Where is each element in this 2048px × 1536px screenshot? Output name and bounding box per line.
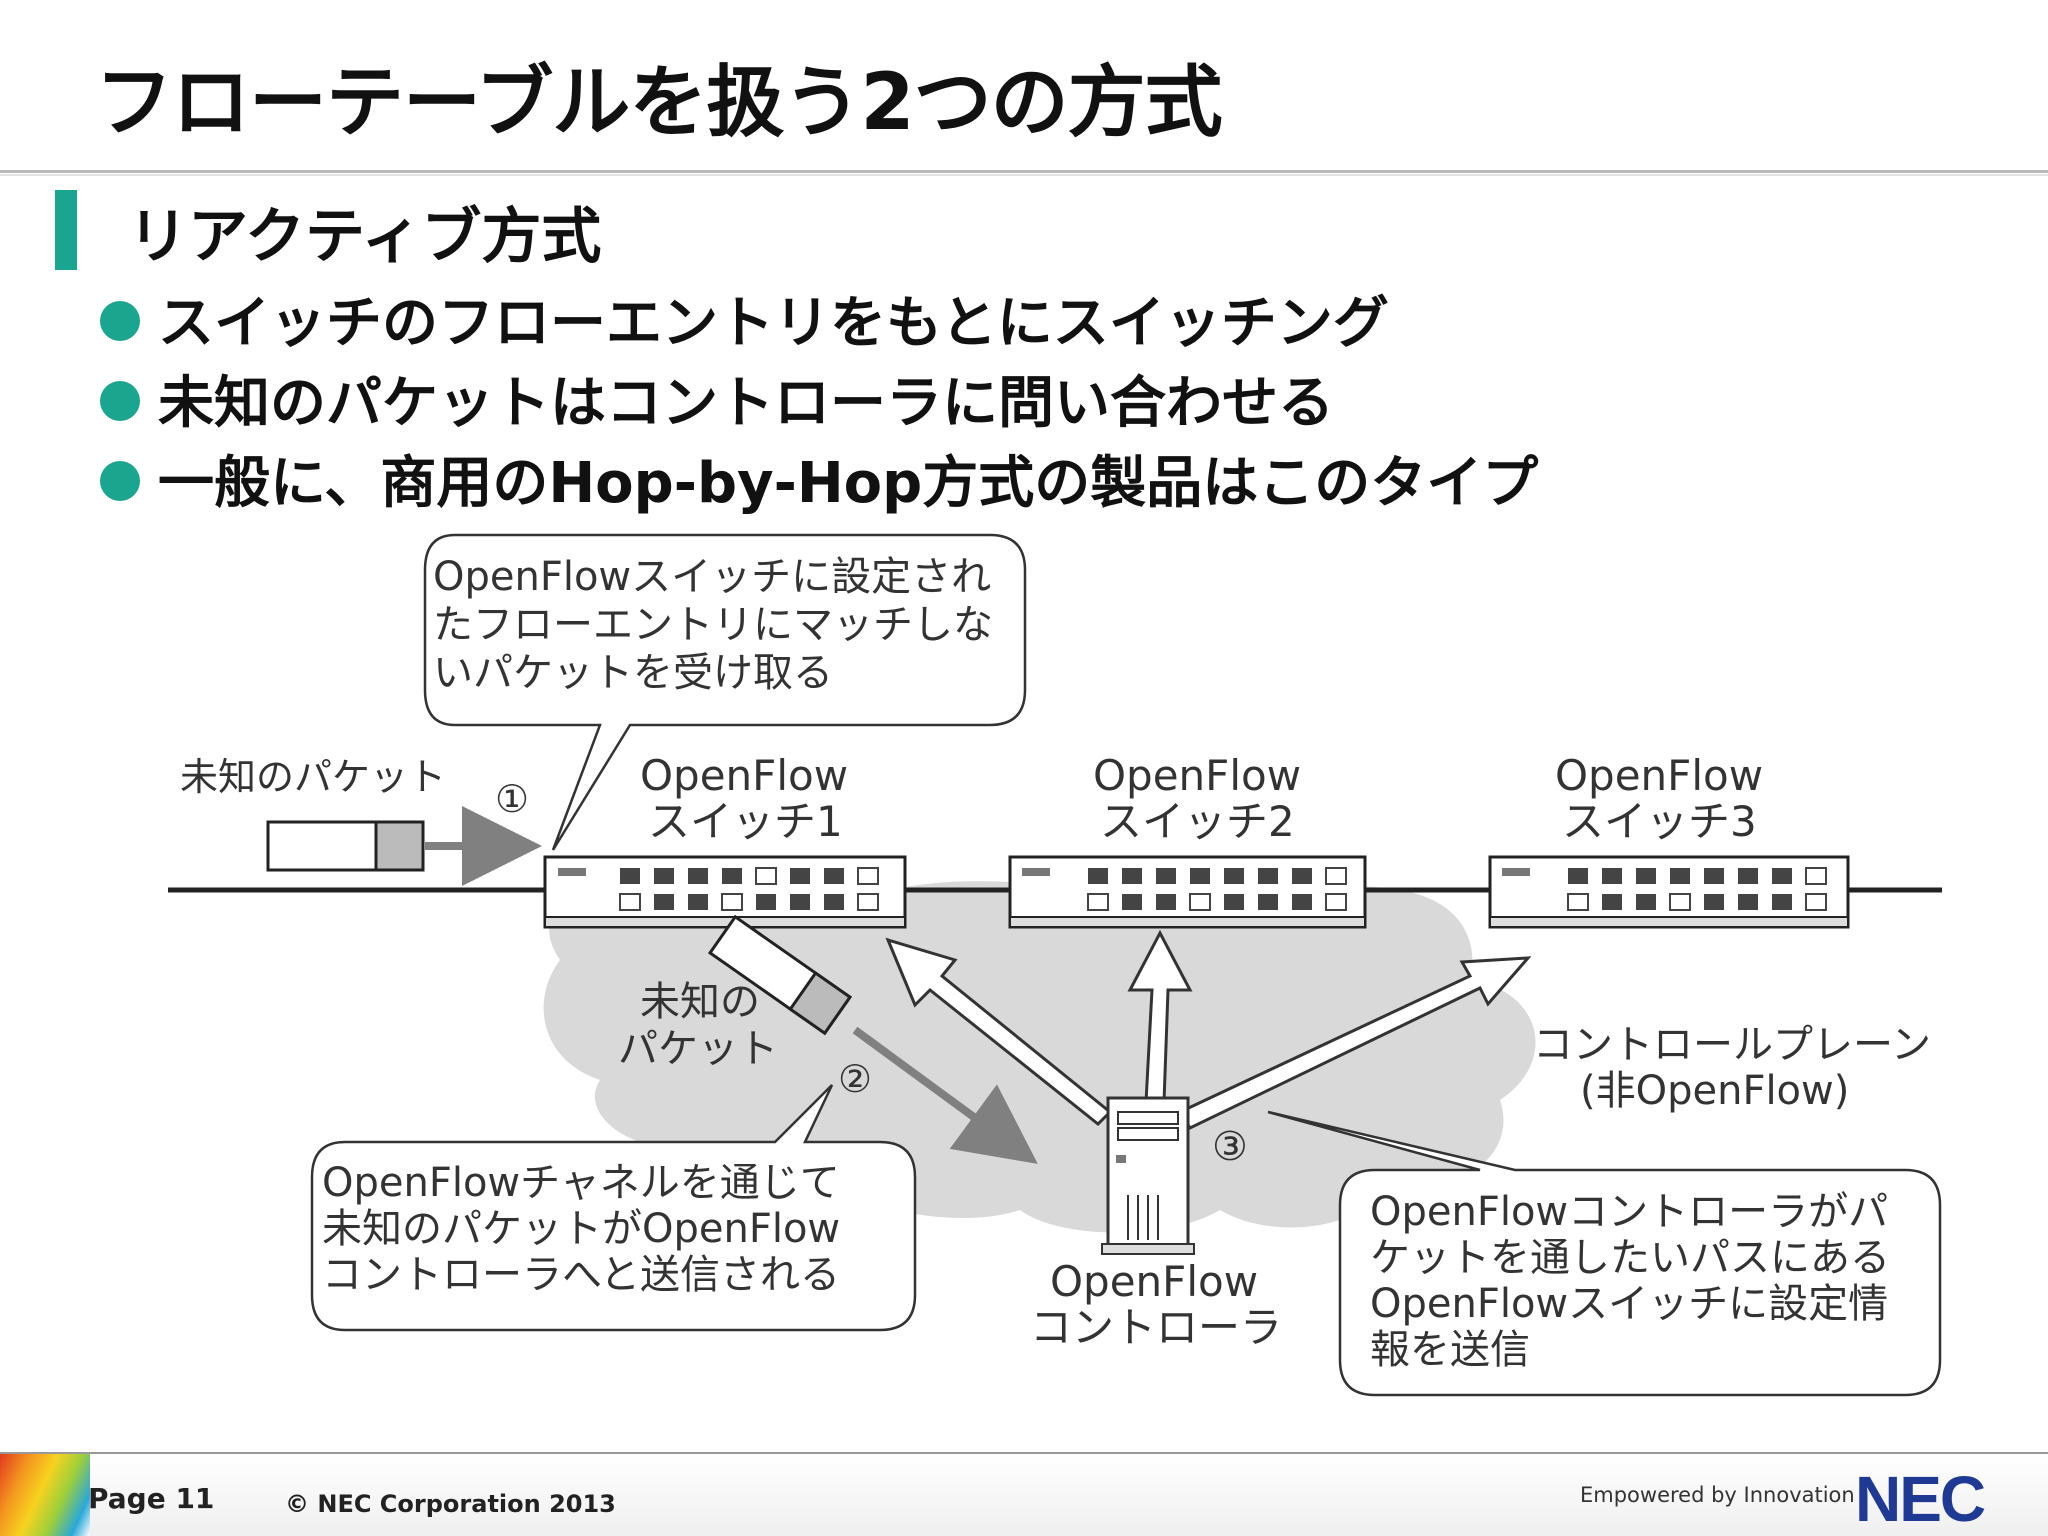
switch-3-label: OpenFlow xyxy=(1555,751,1763,800)
bullet-item: 一般に、商用のHop-by-Hop方式の製品はこのタイプ xyxy=(100,438,1538,519)
callout-3-line: 報を送信 xyxy=(1370,1327,1530,1373)
control-plane-label: (非OpenFlow) xyxy=(1580,1068,1849,1114)
callout-3: OpenFlowコントローラがパ ケットを通したいパスにある OpenFlowス… xyxy=(1267,1110,1942,1397)
openflow-controller-server xyxy=(1101,1096,1195,1255)
bullet-text: 未知のパケットはコントローラに問い合わせる xyxy=(158,371,1334,436)
title-divider-shadow xyxy=(0,174,2048,176)
section-title: リアクティブ方式 xyxy=(128,202,602,272)
step-1-marker: ① xyxy=(495,777,529,821)
footer-bar xyxy=(0,1454,2048,1536)
callout-1-line: たフローエントリにマッチしな xyxy=(433,602,993,648)
switch-1-label: OpenFlow xyxy=(640,751,848,800)
switch-2-label: OpenFlow xyxy=(1093,751,1301,800)
bullet-item: スイッチのフローエントリをもとにスイッチング xyxy=(100,278,1389,359)
unknown-packet-label: 未知のパケット xyxy=(180,755,446,799)
switch-1-label: スイッチ1 xyxy=(648,797,843,846)
bullet-item: 未知のパケットはコントローラに問い合わせる xyxy=(100,358,1334,439)
step-3-marker: ③ xyxy=(1212,1124,1248,1170)
openflow-switch-3: OpenFlow スイッチ3 xyxy=(1488,751,1850,929)
nec-logo: NEC xyxy=(1855,1463,1986,1535)
openflow-switch-2: OpenFlow スイッチ2 xyxy=(1008,751,1367,929)
openflow-diagram: OpenFlowスイッチに設定され たフローエントリにマッチしな いパケットを受… xyxy=(168,533,1942,1397)
callout-3-line: OpenFlowコントローラがパ xyxy=(1370,1189,1888,1235)
config-arrow-to-switch-1 xyxy=(885,937,1113,1127)
switch-2-label: スイッチ2 xyxy=(1100,797,1295,846)
unknown-packet-label-2: 未知の xyxy=(640,979,760,1025)
callout-1: OpenFlowスイッチに設定され たフローエントリにマッチしな いパケットを受… xyxy=(423,533,1027,851)
callout-2-line: OpenFlowチャネルを通じて xyxy=(322,1160,840,1206)
config-arrow-to-switch-3 xyxy=(1177,956,1532,1130)
unknown-packet-label-2: パケット xyxy=(618,1026,778,1072)
bullet-dot-icon xyxy=(100,380,140,421)
controller-label: コントローラ xyxy=(1030,1303,1282,1352)
step-2-marker: ② xyxy=(838,1057,872,1101)
bullet-text: 一般に、商用のHop-by-Hop方式の製品はこのタイプ xyxy=(158,451,1539,516)
packet-icon xyxy=(266,820,425,872)
callout-2-line: 未知のパケットがOpenFlow xyxy=(322,1206,840,1252)
section-marker xyxy=(55,190,77,270)
tagline: Empowered by Innovation xyxy=(1580,1483,1855,1507)
config-arrow-to-switch-2 xyxy=(1127,929,1193,1104)
footer-color-stripes xyxy=(0,1454,90,1536)
callout-1-line: いパケットを受け取る xyxy=(433,650,833,696)
switch-3-label: スイッチ3 xyxy=(1562,797,1757,846)
page-number: Page 11 xyxy=(88,1482,215,1515)
openflow-switch-1: OpenFlow スイッチ1 xyxy=(543,751,907,929)
callout-3-line: OpenFlowスイッチに設定情 xyxy=(1370,1281,1888,1327)
slide-title: フローテーブルを扱う2つの方式 xyxy=(95,58,1223,148)
copyright: © NEC Corporation 2013 xyxy=(285,1490,616,1518)
callout-2: OpenFlowチャネルを通じて 未知のパケットがOpenFlow コントローラ… xyxy=(310,1084,917,1332)
controller-label: OpenFlow xyxy=(1050,1257,1258,1306)
packet-icon xyxy=(707,914,853,1036)
callout-3-line: ケットを通したいパスにある xyxy=(1370,1235,1890,1281)
packet-to-controller-arrow xyxy=(852,1026,1038,1164)
callout-1-line: OpenFlowスイッチに設定され xyxy=(433,554,991,600)
bullet-dot-icon xyxy=(100,300,140,341)
footer-divider xyxy=(0,1452,2048,1454)
bullet-dot-icon xyxy=(100,460,140,501)
title-divider xyxy=(0,170,2048,173)
control-plane-label: コントロールプレーン xyxy=(1533,1022,1931,1068)
callout-2-line: コントローラへと送信される xyxy=(322,1252,840,1298)
bullet-text: スイッチのフローエントリをもとにスイッチング xyxy=(158,291,1389,356)
